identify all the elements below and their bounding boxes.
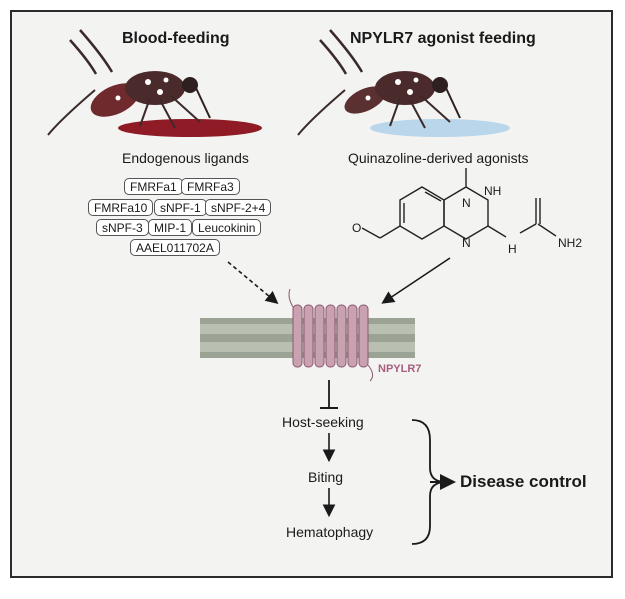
left-title: Blood-feeding (122, 30, 230, 47)
ligand-pill: FMRFa1 (124, 178, 183, 195)
dashed-arrow (227, 261, 279, 305)
mosquito-right-illustration (297, 29, 510, 137)
atom-label: O (352, 221, 362, 235)
atom-label: NH (484, 184, 502, 198)
blood-pool (118, 119, 262, 137)
ligand-pill: FMRFa10 (88, 199, 154, 216)
atom-label: H (508, 242, 517, 256)
ligand-pill: FMRFa3 (181, 178, 240, 195)
npylr7-receptor (288, 288, 374, 382)
atom-label: N (462, 236, 471, 250)
left-subtitle: Endogenous ligands (122, 150, 249, 166)
ligand-pill: MIP-1 (148, 219, 193, 236)
ligand-pill: sNPF-3 (96, 219, 149, 236)
step-hematophagy: Hematophagy (286, 524, 374, 540)
receptor-label: NPYLR7 (378, 363, 422, 375)
step-host-seeking: Host-seeking (282, 414, 364, 430)
agonist-pool (370, 119, 510, 137)
ligand-pill: sNPF-2+4 (205, 199, 272, 216)
quinazoline-structure (361, 168, 557, 240)
ligand-pill: AAEL011702A (130, 239, 220, 256)
ligand-pill: Leucokinin (192, 219, 262, 236)
outcome-label: Disease control (460, 472, 587, 491)
step-biting: Biting (308, 469, 344, 485)
atom-label: NH2 (558, 236, 583, 250)
right-subtitle: Quinazoline-derived agonists (348, 150, 529, 166)
right-title: NPYLR7 agonist feeding (350, 30, 536, 47)
atom-label: N (462, 196, 471, 210)
agonist-arrow (381, 257, 451, 304)
mosquito-left-illustration (47, 29, 262, 137)
ligand-pill: sNPF-1 (154, 199, 207, 216)
